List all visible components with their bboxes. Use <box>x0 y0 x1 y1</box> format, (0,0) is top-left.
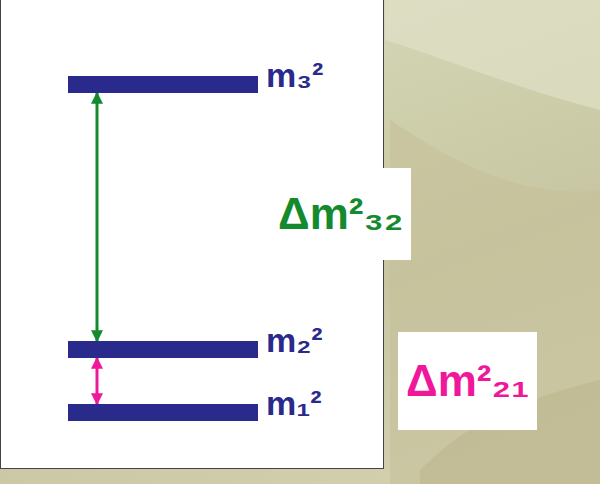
mass-label: m₂² <box>266 323 323 357</box>
mass-label: m₁² <box>266 386 322 420</box>
mass-label: m₃² <box>266 58 323 92</box>
splitting-arrow <box>96 93 99 341</box>
mass-splitting-label: Δm²₂₁ <box>398 332 537 430</box>
splitting-arrow <box>96 358 99 404</box>
energy-level-bar: m₂² <box>68 341 258 358</box>
energy-level-bar: m₃² <box>68 76 258 93</box>
energy-level-bar: m₁² <box>68 404 258 421</box>
mass-splitting-label: Δm²₃₂ <box>270 168 411 260</box>
